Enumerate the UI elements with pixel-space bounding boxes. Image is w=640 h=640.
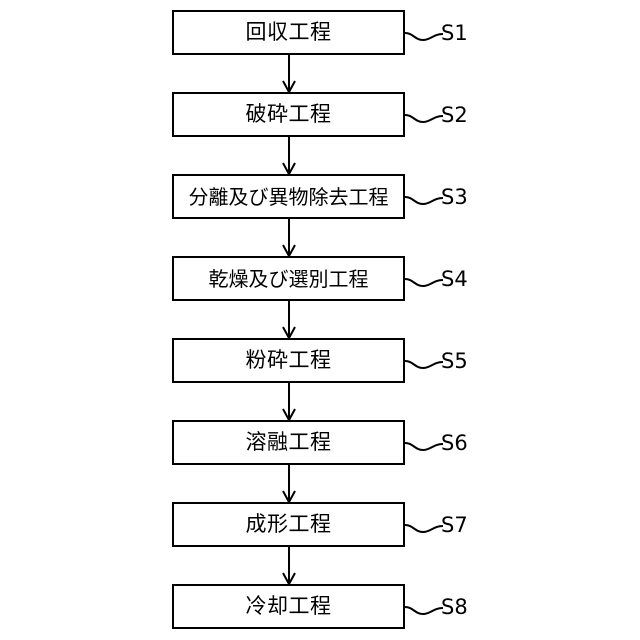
process-box-s5-label: 粉砕工程 bbox=[245, 348, 332, 372]
connector-arrow-s7-s8 bbox=[282, 547, 296, 587]
connector-arrow-s3-s4 bbox=[282, 219, 296, 259]
reference-label-s2: S2 bbox=[441, 103, 468, 127]
process-box-s5: 粉砕工程 bbox=[172, 338, 405, 383]
process-box-s1: 回収工程 bbox=[172, 10, 405, 55]
process-box-s8: 冷却工程 bbox=[172, 584, 405, 629]
process-box-s6-label: 溶融工程 bbox=[245, 430, 332, 454]
reference-label-s5: S5 bbox=[441, 349, 468, 373]
process-box-s1-label: 回収工程 bbox=[245, 20, 332, 44]
process-box-s4-label: 乾燥及び選別工程 bbox=[208, 266, 369, 291]
process-box-s7-label: 成形工程 bbox=[245, 512, 332, 536]
connector-arrow-s4-s5 bbox=[282, 301, 296, 341]
connector-arrow-s6-s7 bbox=[282, 465, 296, 505]
leader-line-s8 bbox=[404, 606, 444, 616]
process-box-s2: 破砕工程 bbox=[172, 92, 405, 137]
leader-line-s3 bbox=[404, 196, 444, 206]
leader-line-s2 bbox=[404, 114, 444, 124]
connector-arrow-s1-s2 bbox=[282, 55, 296, 95]
reference-label-s7: S7 bbox=[441, 513, 468, 537]
connector-arrow-s5-s6 bbox=[282, 383, 296, 423]
process-box-s3-label: 分離及び異物除去工程 bbox=[188, 184, 389, 209]
reference-label-s6: S6 bbox=[441, 431, 468, 455]
reference-label-s1: S1 bbox=[441, 21, 468, 45]
leader-line-s1 bbox=[404, 32, 444, 42]
process-box-s2-label: 破砕工程 bbox=[245, 102, 332, 126]
leader-line-s6 bbox=[404, 442, 444, 452]
leader-line-s4 bbox=[404, 278, 444, 288]
process-box-s6: 溶融工程 bbox=[172, 420, 405, 465]
process-box-s8-label: 冷却工程 bbox=[245, 594, 332, 618]
reference-label-s3: S3 bbox=[441, 185, 468, 209]
reference-label-s8: S8 bbox=[441, 595, 468, 619]
connector-arrow-s2-s3 bbox=[282, 137, 296, 177]
process-box-s3: 分離及び異物除去工程 bbox=[172, 174, 405, 219]
process-box-s7: 成形工程 bbox=[172, 502, 405, 547]
reference-label-s4: S4 bbox=[441, 267, 468, 291]
leader-line-s7 bbox=[404, 524, 444, 534]
process-box-s4: 乾燥及び選別工程 bbox=[172, 256, 405, 301]
leader-line-s5 bbox=[404, 360, 444, 370]
